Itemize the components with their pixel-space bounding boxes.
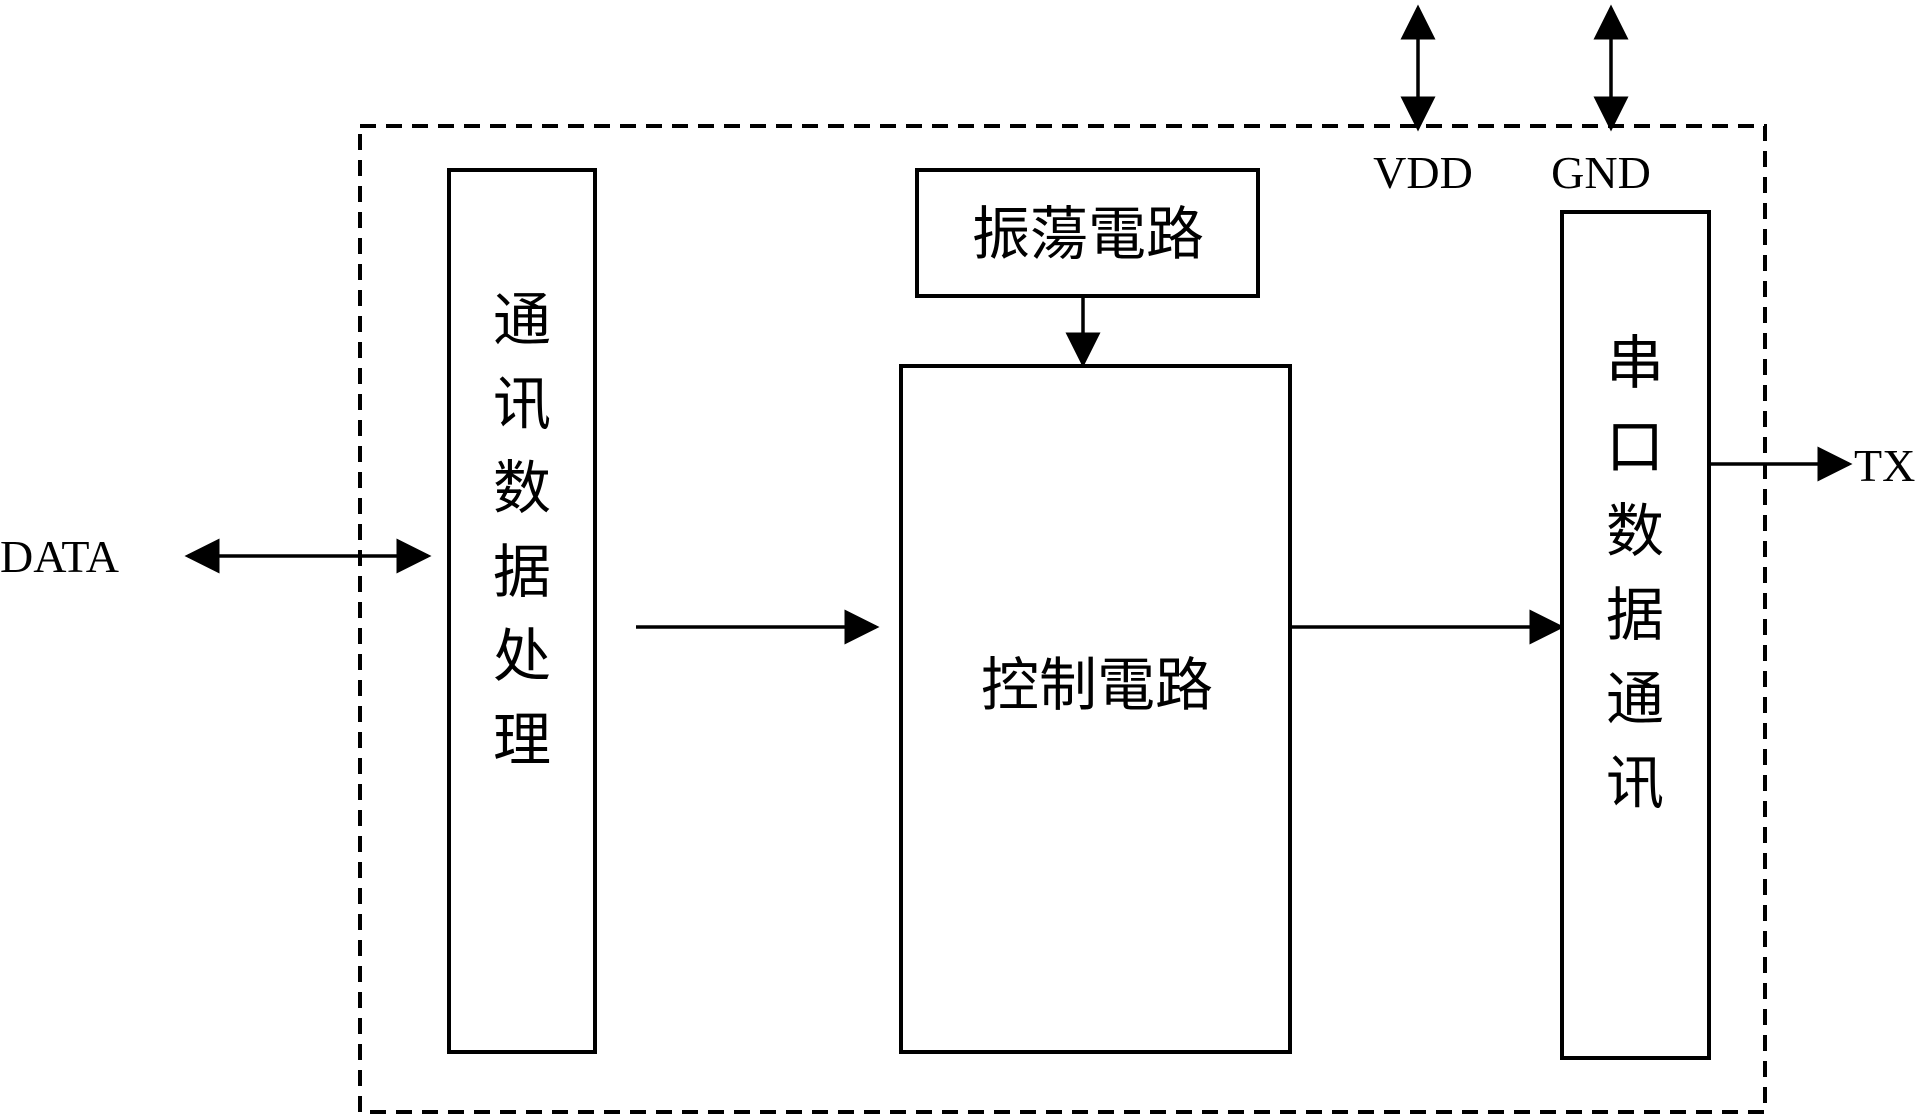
comm-processing-block (447, 168, 597, 1054)
block-char: 讯 (493, 370, 551, 438)
block-char: 据 (493, 538, 551, 606)
block-char: 讯 (1606, 749, 1664, 817)
block-char: 据 (1606, 581, 1664, 649)
block-char: 数 (1606, 497, 1664, 565)
block-char: 处 (493, 622, 551, 690)
tx-label: TX (1854, 440, 1915, 491)
serial-comm-block (1560, 210, 1711, 1060)
data-label: DATA (0, 531, 119, 582)
vdd-label: VDD (1373, 147, 1473, 198)
block-char: 串 (1606, 329, 1664, 397)
block-char: 数 (493, 454, 551, 522)
oscillator-block (915, 168, 1260, 298)
block-char: 通 (1606, 665, 1664, 733)
chip-boundary (358, 124, 1767, 1114)
gnd-label: GND (1551, 147, 1651, 198)
block-char: 口 (1606, 413, 1664, 481)
control-label: 控制電路 (981, 651, 1213, 719)
control-block (899, 364, 1292, 1054)
block-char: 理 (493, 706, 551, 774)
block-char: 通 (493, 286, 551, 354)
oscillator-label: 振蕩電路 (972, 200, 1204, 268)
